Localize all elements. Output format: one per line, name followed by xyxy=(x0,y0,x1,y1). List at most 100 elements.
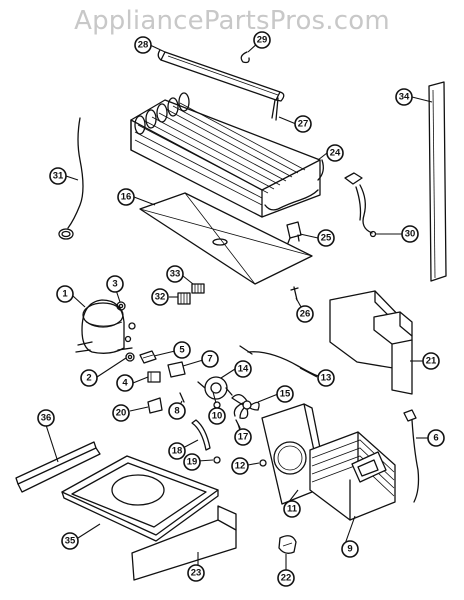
part-5-relay xyxy=(139,350,157,364)
callout-18: 18 xyxy=(168,442,186,460)
callout-12: 12 xyxy=(231,457,249,475)
callout-label: 25 xyxy=(321,233,332,244)
callout-label: 29 xyxy=(257,35,268,46)
part-23-base-plate xyxy=(131,505,237,581)
part-1-compressor xyxy=(75,299,136,354)
part-12-nut xyxy=(259,459,267,467)
callout-13: 13 xyxy=(317,369,335,387)
part-10-washer xyxy=(213,401,221,409)
callout-label: 11 xyxy=(287,504,298,515)
part-13-harness xyxy=(239,345,319,377)
callout-label: 17 xyxy=(238,432,249,443)
callout-label: 31 xyxy=(53,171,64,182)
callout-label: 8 xyxy=(174,406,179,417)
part-7-capacitor xyxy=(167,361,186,378)
callout-1: 1 xyxy=(56,285,74,303)
callout-14: 14 xyxy=(234,360,252,378)
callout-label: 28 xyxy=(138,40,149,51)
part-19-nut xyxy=(213,456,221,464)
part-32-connector xyxy=(177,292,191,305)
callout-label: 21 xyxy=(426,356,437,367)
part-25-bracket xyxy=(286,221,302,244)
part-28-tube xyxy=(157,49,285,121)
callout-15: 15 xyxy=(276,385,294,403)
part-9-condenser xyxy=(309,431,396,521)
callout-4: 4 xyxy=(116,374,134,392)
part-30-thermostat xyxy=(344,172,377,238)
callout-label: 24 xyxy=(330,148,341,159)
callout-label: 26 xyxy=(300,309,311,320)
part-31-drain-tube xyxy=(58,117,84,240)
callout-label: 4 xyxy=(122,378,128,389)
callout-label: 30 xyxy=(405,229,416,240)
callout-label: 35 xyxy=(65,536,76,547)
part-20-terminal xyxy=(147,397,163,414)
callout-21: 21 xyxy=(422,352,440,370)
callout-label: 7 xyxy=(207,354,212,365)
part-15-fan-blade xyxy=(231,394,260,419)
callout-label: 14 xyxy=(238,364,249,375)
callout-label: 6 xyxy=(433,433,438,444)
part-6-cord xyxy=(403,409,420,503)
callout-34: 34 xyxy=(395,88,413,106)
part-16-evaporator-pan xyxy=(139,192,313,285)
part-29-clip xyxy=(240,51,250,64)
callout-2: 2 xyxy=(80,369,98,387)
callout-label: 16 xyxy=(121,192,132,203)
callout-29: 29 xyxy=(253,31,271,49)
callout-label: 18 xyxy=(172,446,183,457)
part-35-drain-pan xyxy=(61,455,219,542)
leader-lines xyxy=(45,41,433,572)
callout-label: 33 xyxy=(170,269,181,280)
callout-label: 9 xyxy=(347,544,352,555)
callout-label: 1 xyxy=(62,289,68,300)
callout-25: 25 xyxy=(317,229,335,247)
watermark-logo: AppliancePartsPros.com xyxy=(74,6,390,36)
part-4-overload xyxy=(147,371,161,383)
callout-19: 19 xyxy=(183,453,201,471)
part-21-cover xyxy=(329,290,413,395)
callout-23: 23 xyxy=(187,564,205,582)
callout-label: 12 xyxy=(235,461,246,472)
callout-label: 36 xyxy=(41,413,52,424)
callout-label: 23 xyxy=(191,568,202,579)
callout-20: 20 xyxy=(112,404,130,422)
part-24-evaporator xyxy=(130,92,324,218)
callout-label: 19 xyxy=(187,457,198,468)
part-3-grommet xyxy=(116,301,126,311)
callout-label: 34 xyxy=(399,92,410,103)
part-8-screw xyxy=(179,392,185,403)
part-14-fan-motor xyxy=(197,376,233,400)
callout-31: 31 xyxy=(49,167,67,185)
callout-35: 35 xyxy=(61,532,79,550)
callout-22: 22 xyxy=(277,569,295,587)
callout-17: 17 xyxy=(234,428,252,446)
part-2-mounting xyxy=(125,352,135,362)
callout-28: 28 xyxy=(134,36,152,54)
part-11-shroud xyxy=(261,403,329,505)
callout-10: 10 xyxy=(208,407,226,425)
part-18-strap xyxy=(191,419,211,451)
callout-label: 3 xyxy=(112,279,117,290)
callout-24: 24 xyxy=(326,144,344,162)
callout-30: 30 xyxy=(401,225,419,243)
callout-33: 33 xyxy=(166,265,184,283)
callout-3: 3 xyxy=(106,275,124,293)
callout-label: 10 xyxy=(212,411,223,422)
part-34-back-panel xyxy=(428,81,447,282)
callout-6: 6 xyxy=(427,429,445,447)
callout-16: 16 xyxy=(117,188,135,206)
callout-26: 26 xyxy=(296,305,314,323)
callout-36: 36 xyxy=(37,409,55,427)
part-33-connector xyxy=(191,283,205,294)
callout-label: 13 xyxy=(321,373,332,384)
callout-7: 7 xyxy=(201,350,219,368)
callout-27: 27 xyxy=(294,115,312,133)
part-22-part xyxy=(278,535,297,554)
callout-label: 22 xyxy=(281,573,292,584)
callout-5: 5 xyxy=(173,341,191,359)
callout-label: 20 xyxy=(116,408,127,419)
callout-label: 2 xyxy=(86,373,91,384)
callout-9: 9 xyxy=(341,540,359,558)
